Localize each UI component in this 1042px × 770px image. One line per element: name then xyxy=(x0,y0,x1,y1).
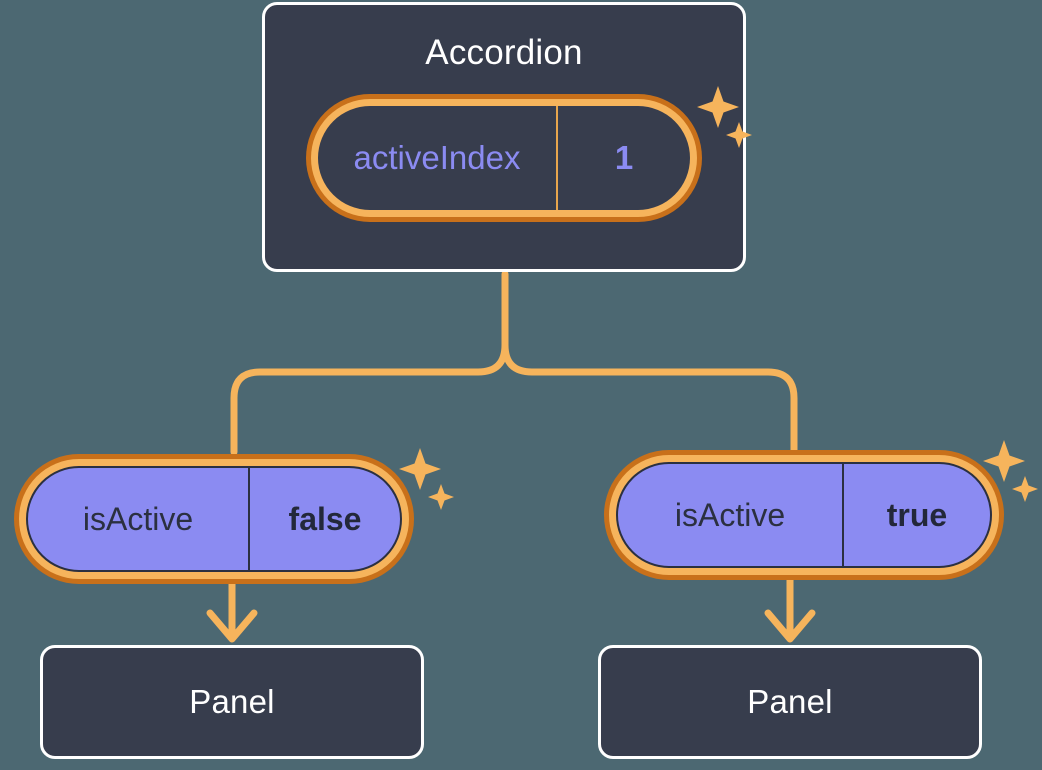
panel-title: Panel xyxy=(747,683,833,720)
prop-badge-body: isActive true xyxy=(616,462,992,568)
panel-title: Panel xyxy=(189,683,275,720)
prop-badge-ring: activeIndex 1 xyxy=(311,99,697,217)
prop-value: false xyxy=(288,500,362,537)
sparkle-small-icon xyxy=(428,484,454,510)
sparkle-small-icon xyxy=(1012,476,1038,502)
prop-badge-ring: isActive true xyxy=(609,455,999,575)
sparkle-large-icon xyxy=(399,448,441,490)
panel-card-right[interactable]: Panel xyxy=(598,645,982,759)
page-title: Accordion xyxy=(425,33,583,72)
prop-key: activeIndex xyxy=(318,106,558,210)
arrowhead-left xyxy=(206,609,258,643)
prop-badge-activeindex[interactable]: activeIndex 1 xyxy=(306,94,702,222)
panel-card-left[interactable]: Panel xyxy=(40,645,424,759)
wire-branch-left xyxy=(230,341,509,456)
prop-value: true xyxy=(886,496,948,533)
prop-badge-isactive-true[interactable]: isActive true xyxy=(604,450,1004,580)
prop-value: 1 xyxy=(614,139,634,176)
prop-badge-isactive-false[interactable]: isActive false xyxy=(14,454,414,584)
prop-badge-body: activeIndex 1 xyxy=(318,106,690,210)
prop-key: isActive xyxy=(28,468,250,570)
arrowhead-right xyxy=(764,609,816,643)
prop-key: isActive xyxy=(618,464,844,566)
prop-badge-body: isActive false xyxy=(26,466,402,572)
prop-badge-ring: isActive false xyxy=(19,459,409,579)
wire-branch-right xyxy=(501,341,798,454)
